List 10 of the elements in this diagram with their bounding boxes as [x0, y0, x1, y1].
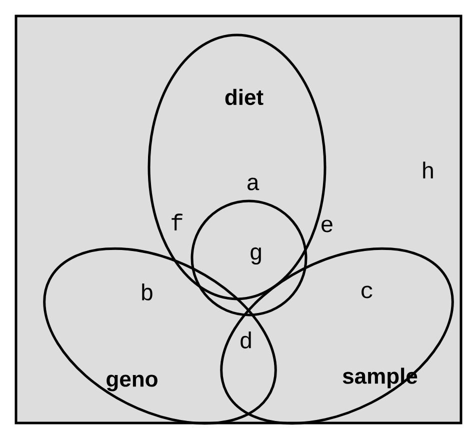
region-letter: g [250, 247, 261, 265]
region-letter: f [172, 214, 182, 230]
region-letter: e [322, 220, 332, 232]
region-letter: a [248, 178, 260, 190]
region-letter: b [142, 284, 152, 300]
region-letter: c [362, 286, 372, 298]
set-label: geno [106, 374, 158, 392]
region-letter: d [240, 332, 251, 348]
region-letter: h [423, 162, 433, 178]
set-label: diet [225, 88, 264, 106]
